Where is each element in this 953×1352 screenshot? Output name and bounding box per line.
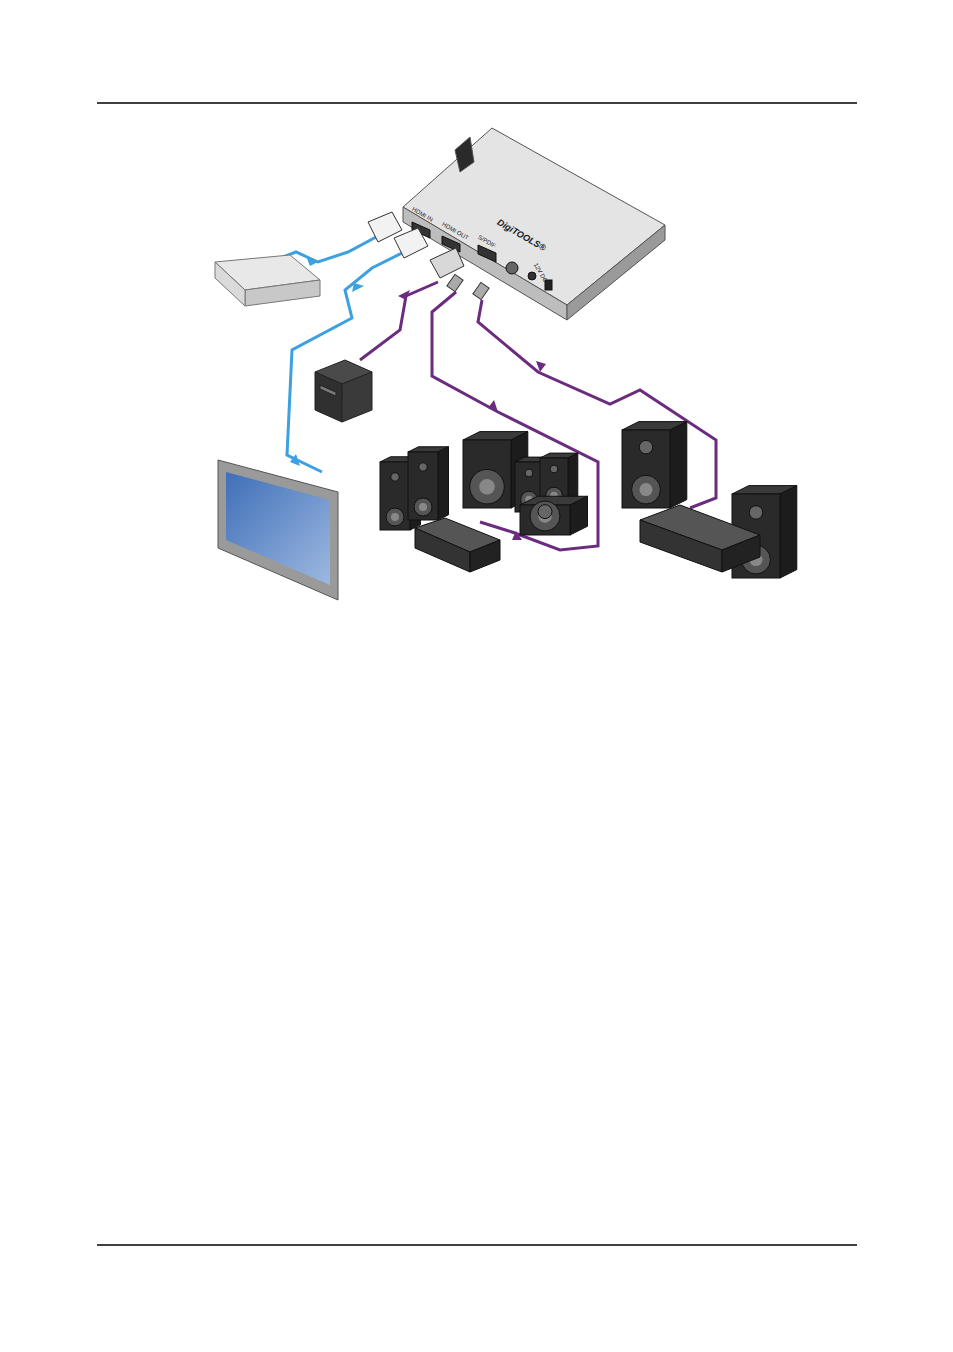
audio-box — [315, 360, 372, 422]
audio-cables — [360, 282, 716, 550]
header-rule — [97, 102, 857, 104]
speaker-cabinet — [622, 422, 687, 508]
receiver-left — [415, 518, 500, 572]
audio-arrows — [398, 290, 546, 540]
plugs — [368, 212, 489, 300]
display — [218, 460, 338, 600]
speaker-cabinet — [408, 447, 449, 520]
digitools-device — [403, 128, 665, 320]
speaker-cabinet — [520, 496, 588, 535]
speakers — [380, 422, 797, 578]
receiver-right — [640, 505, 760, 572]
device-ports — [412, 222, 552, 290]
source-player — [215, 255, 320, 306]
footer-rule — [97, 1244, 857, 1246]
